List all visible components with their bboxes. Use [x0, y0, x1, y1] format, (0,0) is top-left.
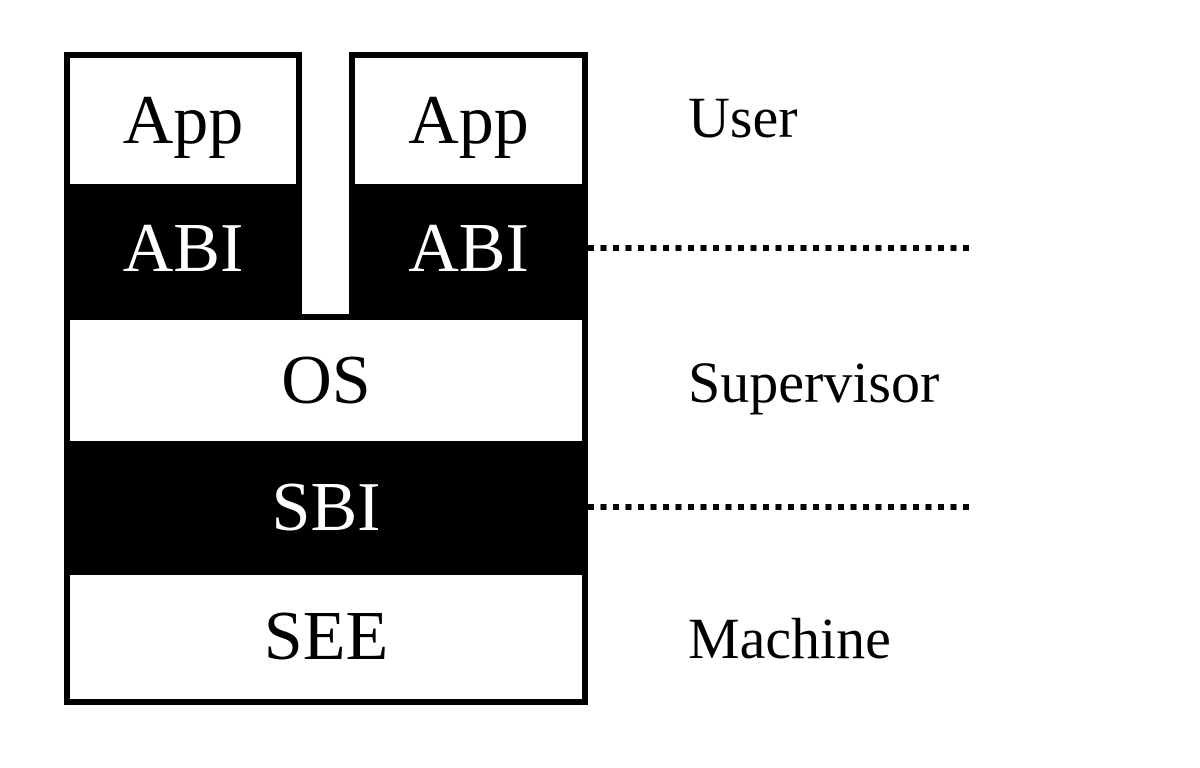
app-box-right: App	[355, 58, 582, 184]
app-label-left: App	[122, 82, 244, 159]
system-stack: OS SBI SEE	[64, 314, 588, 705]
abi-bar-left: ABI	[70, 184, 296, 314]
sbi-bar: SBI	[70, 441, 582, 575]
privilege-label-supervisor: Supervisor	[688, 350, 940, 415]
abi-label-right: ABI	[408, 210, 529, 287]
os-label: OS	[281, 341, 371, 419]
see-box: SEE	[70, 575, 582, 699]
dotted-divider-user-supervisor	[588, 245, 975, 251]
app-tower-left: App ABI	[64, 52, 302, 314]
sbi-label: SBI	[271, 469, 381, 546]
see-label: SEE	[263, 598, 389, 675]
abi-label-left: ABI	[122, 210, 244, 287]
privilege-label-machine: Machine	[688, 606, 891, 671]
abi-bar-right: ABI	[355, 184, 582, 314]
app-tower-right: App ABI	[349, 52, 588, 314]
privilege-label-user: User	[688, 85, 798, 150]
app-label-right: App	[408, 82, 529, 159]
os-box: OS	[70, 320, 582, 441]
dotted-divider-supervisor-machine	[588, 504, 975, 510]
app-box-left: App	[70, 58, 296, 184]
